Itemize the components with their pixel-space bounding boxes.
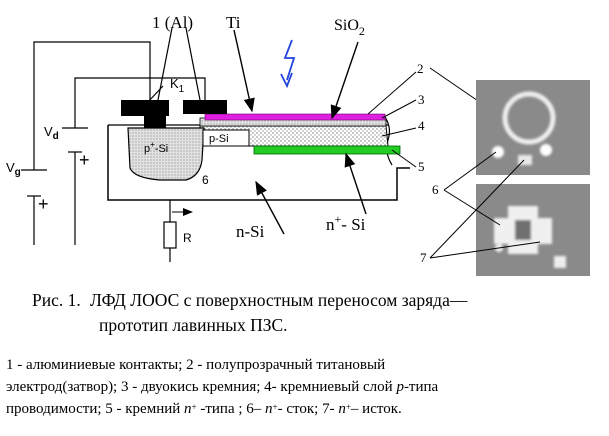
- leader-7a: [429, 159, 525, 259]
- label-oxide: SiO2: [334, 17, 365, 38]
- caption-line-2: прототип лавинных ПЗС.: [99, 315, 288, 335]
- caption-line-1: ЛФД ЛООС с поверхностным переносом заряд…: [90, 290, 468, 310]
- label-nplus-si: n+- Si: [326, 212, 366, 234]
- titanium-electrode: [204, 113, 386, 121]
- al-pointer-2: [185, 27, 201, 101]
- legend-line-1: 1 - алюминиевые контакты; 2 - полупрозра…: [6, 357, 386, 373]
- light-arrow: [283, 39, 296, 81]
- label-region-6: 6: [202, 173, 209, 187]
- resistor: [163, 221, 177, 249]
- label-k1: K1: [170, 76, 185, 95]
- n-si-pointer: [255, 180, 285, 235]
- ti-pointer: [233, 29, 255, 113]
- leader-6b: [443, 189, 501, 226]
- label-num-5: 5: [418, 159, 425, 174]
- label-num-7: 7: [420, 250, 427, 265]
- leader-7b: [429, 241, 541, 259]
- micrograph-bottom-image: [494, 206, 566, 268]
- legend-line-2: электрод(затвор); 3 - двуокись кремния; …: [6, 379, 439, 395]
- wire-vd: [74, 77, 206, 128]
- label-plus-vg: +: [38, 194, 49, 214]
- label-p-region: p-Si: [209, 133, 229, 145]
- label-plus-vd: +: [79, 150, 90, 170]
- n-plus-layer: [253, 145, 401, 155]
- caption-label: Рис. 1.: [32, 290, 81, 310]
- p-plus-region: [127, 127, 205, 181]
- al-contact-left-stem: [144, 112, 166, 128]
- label-num-3: 3: [418, 92, 425, 107]
- label-vd: Vd: [44, 124, 59, 142]
- p-region-box: [202, 129, 250, 147]
- leader-2: [367, 71, 417, 115]
- leader-6a: [443, 151, 497, 191]
- label-num-4: 4: [418, 118, 425, 133]
- leader-5: [391, 149, 417, 168]
- legend: 1 - алюминиевые контакты; 2 - полупрозра…: [6, 354, 606, 420]
- device-diagram: 1 (Al) Ti SiO2 K1 Vd Vg + + p-Si p+-Si 6…: [6, 13, 590, 276]
- label-vg: Vg: [6, 160, 21, 178]
- label-titanium: Ti: [226, 13, 241, 32]
- label-resistor: R: [183, 231, 192, 245]
- wire-vg: [33, 41, 151, 170]
- label-num-2: 2: [417, 61, 424, 76]
- al-contact-right: [183, 100, 227, 114]
- light-arrow-head: [280, 72, 293, 89]
- label-n-si: n-Si: [236, 222, 265, 241]
- label-num-6: 6: [432, 182, 439, 197]
- sio2-pointer: [330, 41, 359, 120]
- leader-4: [381, 127, 417, 137]
- al-pointer-1: [157, 27, 173, 101]
- micrograph-top-image: [492, 91, 556, 165]
- substrate-outline: [107, 125, 410, 201]
- n-plus-pointer: [344, 152, 367, 215]
- label-contacts: 1 (Al): [152, 13, 193, 32]
- label-pplus-region: p+-Si: [144, 140, 168, 155]
- break-edge: [384, 116, 393, 166]
- legend-line-3: проводимости; 5 - кремний n+ -типа ; 6– …: [6, 401, 402, 417]
- leader-3: [381, 99, 417, 119]
